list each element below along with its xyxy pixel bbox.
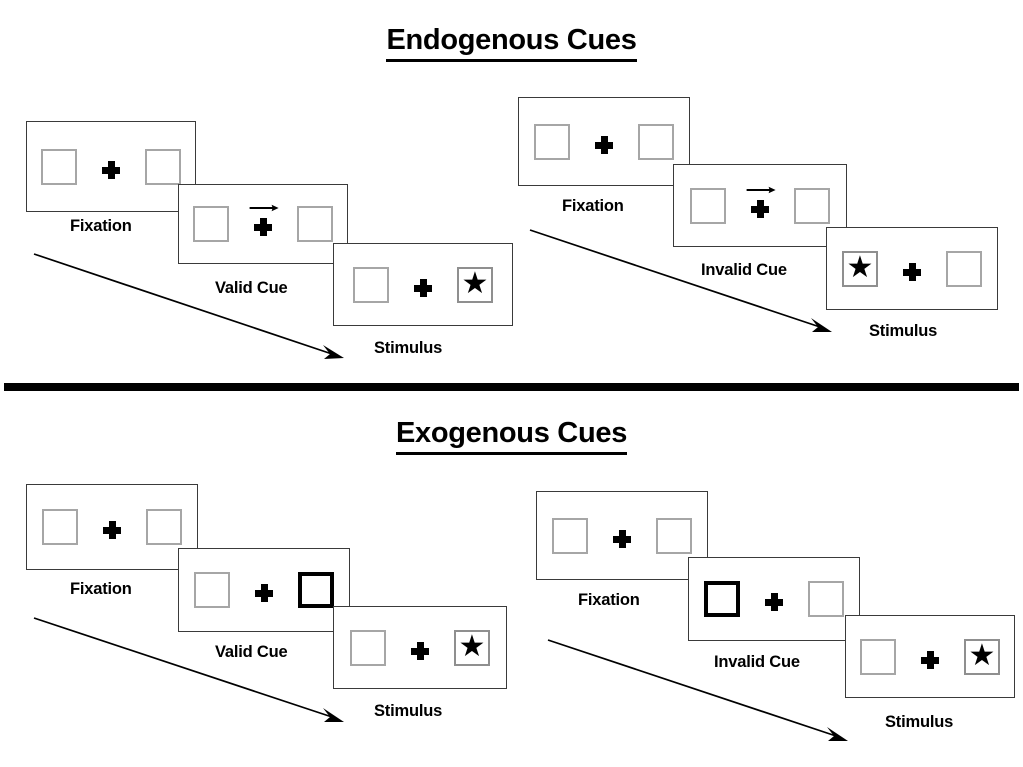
left-placeholder-box [353,266,389,303]
star-icon: ★ [461,266,489,300]
section-title-endogenous-text: Endogenous Cues [386,24,637,62]
center-column [400,626,440,670]
fixation-cross-icon [255,584,273,602]
frame-endogenous-invalid-fixation [518,97,690,186]
right-placeholder-box [145,148,181,185]
right-placeholder-box [297,206,333,242]
frame-endogenous-invalid-cue [673,164,847,247]
center-column [584,120,624,164]
caption-exogenous-valid-cue: Valid Cue [215,643,288,661]
fixation-cross-icon [254,218,272,236]
caption-exogenous-invalid-cue: Invalid Cue [714,653,800,671]
caption-endogenous-valid-cue: Valid Cue [215,279,288,297]
center-column [754,577,794,621]
center-column [892,247,932,291]
center-column [910,635,950,679]
frame-exogenous-valid-cue [178,548,350,632]
right-placeholder-box [808,581,844,617]
frame-exogenous-valid-stimulus: ★ [333,606,507,689]
left-placeholder-box [194,572,230,608]
center-column [602,514,642,558]
caption-endogenous-valid-stimulus: Stimulus [374,339,443,357]
section-divider [4,383,1019,391]
fixation-cross-icon [751,199,769,218]
caption-exogenous-valid-stimulus: Stimulus [374,702,443,720]
frame-endogenous-invalid-stimulus: ★ [826,227,998,310]
section-title-endogenous: Endogenous Cues [0,24,1023,62]
fixation-cross-icon [595,135,613,154]
left-placeholder-box [534,123,570,160]
frame-endogenous-valid-fixation [26,121,196,212]
frame-content: ★ [334,244,512,325]
section-title-exogenous-text: Exogenous Cues [395,417,627,455]
flow-arrow-exogenous-invalid-icon [547,639,848,741]
center-column [243,202,283,246]
frame-endogenous-valid-cue [178,184,348,264]
left-placeholder-box [690,187,726,224]
fixation-cross-icon [903,262,921,281]
frame-content: ★ [827,228,997,309]
center-column [92,505,132,549]
frame-content [179,185,347,263]
frame-content [519,98,689,185]
caption-exogenous-valid-fixation: Fixation [70,580,132,598]
left-placeholder-box [350,629,386,666]
center-column [403,263,443,307]
right-placeholder-box-cued [298,572,334,608]
fixation-cross-icon [102,160,120,179]
right-placeholder-box [146,509,182,545]
left-placeholder-box-cued [704,581,740,617]
left-placeholder-box [41,148,77,185]
caption-endogenous-valid-fixation: Fixation [70,217,132,235]
left-placeholder-box [193,206,229,242]
center-column [244,568,284,612]
fixation-cross-icon [411,641,429,660]
caption-exogenous-invalid-fixation: Fixation [578,591,640,609]
frame-content [537,492,707,579]
fixation-cross-icon [765,593,783,611]
left-placeholder-box [42,509,78,545]
frame-content [27,122,195,211]
frame-exogenous-invalid-stimulus: ★ [845,615,1015,698]
right-placeholder-box [656,517,692,554]
fixation-cross-icon [103,521,121,539]
caption-exogenous-invalid-stimulus: Stimulus [885,713,954,731]
caption-endogenous-invalid-fixation: Fixation [562,197,624,215]
frame-exogenous-invalid-fixation [536,491,708,580]
frame-exogenous-invalid-cue [688,557,860,641]
center-column [740,184,780,228]
frame-exogenous-valid-fixation [26,484,198,570]
left-placeholder-box: ★ [842,250,878,287]
caption-endogenous-invalid-cue: Invalid Cue [701,261,787,279]
right-placeholder-box [946,250,982,287]
right-placeholder-box: ★ [454,629,490,666]
right-placeholder-box: ★ [964,638,1000,675]
fixation-cross-icon [921,650,939,669]
star-icon: ★ [458,629,486,663]
section-title-exogenous: Exogenous Cues [0,417,1023,455]
frame-content [179,549,349,631]
right-placeholder-box [638,123,674,160]
left-placeholder-box [552,517,588,554]
star-icon: ★ [968,638,996,672]
frame-content: ★ [846,616,1014,697]
right-placeholder-box [794,187,830,224]
cue-arrow-right-icon [746,186,776,193]
frame-content [674,165,846,246]
center-column [91,145,131,189]
caption-endogenous-invalid-stimulus: Stimulus [869,322,938,340]
fixation-cross-icon [613,529,631,548]
right-placeholder-box: ★ [457,266,493,303]
frame-content [27,485,197,569]
star-icon: ★ [846,250,874,284]
frame-content: ★ [334,607,506,688]
cue-arrow-right-icon [249,204,279,212]
frame-content [689,558,859,640]
fixation-cross-icon [414,278,432,297]
left-placeholder-box [860,638,896,675]
frame-endogenous-valid-stimulus: ★ [333,243,513,326]
